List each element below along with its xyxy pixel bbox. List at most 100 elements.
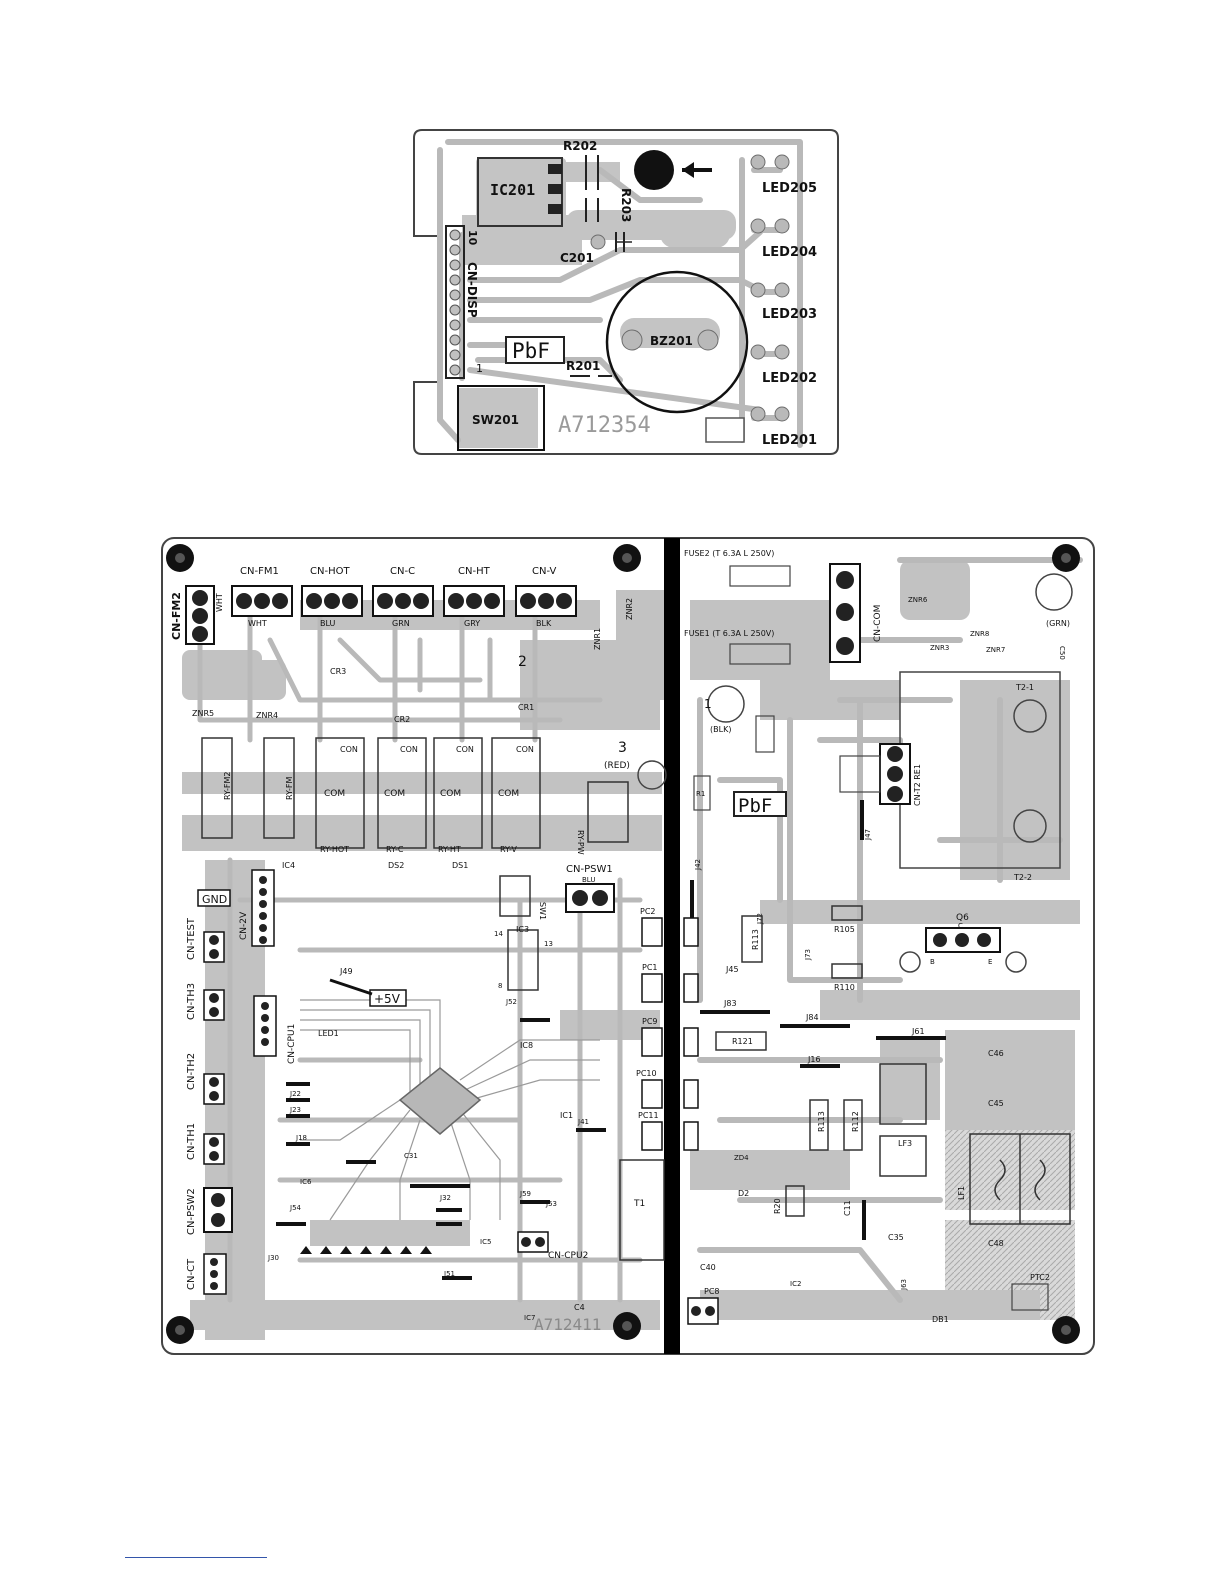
svg-text:R112: R112 bbox=[851, 1111, 860, 1132]
svg-text:GRN: GRN bbox=[392, 619, 410, 628]
svg-text:CN-TH1: CN-TH1 bbox=[186, 1123, 197, 1160]
svg-text:J52: J52 bbox=[505, 998, 517, 1006]
svg-text:DS2: DS2 bbox=[388, 861, 404, 870]
znr2-label: ZNR2 bbox=[625, 598, 634, 620]
plus5v-box bbox=[369, 989, 407, 1007]
svg-text:CON: CON bbox=[340, 745, 358, 754]
svg-text:RY-HOT: RY-HOT bbox=[320, 845, 349, 854]
cn-disp-label: CN-DISP bbox=[465, 262, 479, 318]
svg-text:J45: J45 bbox=[725, 965, 739, 974]
svg-text:C31: C31 bbox=[404, 1152, 418, 1160]
svg-text:J32: J32 bbox=[439, 1194, 451, 1202]
svg-text:DS1: DS1 bbox=[452, 861, 468, 870]
svg-text:J84: J84 bbox=[805, 1013, 819, 1022]
svg-text:IC7: IC7 bbox=[524, 1314, 535, 1322]
svg-text:14: 14 bbox=[494, 930, 503, 938]
svg-text:T2-1: T2-1 bbox=[1015, 683, 1034, 692]
svg-text:LED205: LED205 bbox=[762, 181, 817, 196]
svg-text:C11: C11 bbox=[843, 1200, 852, 1216]
svg-text:J51: J51 bbox=[443, 1270, 455, 1278]
svg-text:(GRN): (GRN) bbox=[1046, 619, 1070, 628]
svg-text:13: 13 bbox=[544, 940, 553, 948]
svg-text:8: 8 bbox=[498, 982, 502, 990]
footer-rule bbox=[125, 1557, 267, 1558]
svg-text:IC1: IC1 bbox=[560, 1111, 573, 1120]
mount-hole-icon bbox=[1052, 544, 1080, 572]
svg-text:CN-PSW1: CN-PSW1 bbox=[566, 864, 613, 875]
mount-hole-icon bbox=[166, 544, 194, 572]
led-203: LED203 bbox=[750, 282, 817, 322]
svg-text:ZNR3: ZNR3 bbox=[930, 644, 949, 652]
svg-text:COM: COM bbox=[498, 789, 519, 799]
svg-text:C35: C35 bbox=[888, 1233, 904, 1242]
svg-text:(BLK): (BLK) bbox=[710, 725, 731, 734]
svg-text:IC6: IC6 bbox=[300, 1178, 312, 1186]
svg-text:COM: COM bbox=[324, 789, 345, 799]
svg-text:R113: R113 bbox=[817, 1111, 826, 1132]
znr4-label: ZNR4 bbox=[256, 711, 278, 720]
svg-text:1: 1 bbox=[704, 697, 712, 711]
svg-text:T2-2: T2-2 bbox=[1013, 873, 1032, 882]
svg-text:WHT: WHT bbox=[248, 619, 267, 628]
svg-text:RY-C: RY-C bbox=[386, 845, 404, 854]
ic201-pins bbox=[548, 164, 562, 214]
svg-text:LF1: LF1 bbox=[957, 1186, 966, 1200]
svg-text:R20: R20 bbox=[773, 1198, 782, 1214]
svg-text:D2: D2 bbox=[738, 1189, 749, 1198]
jumper-labels: J52 J41 J45 J83 J84 J61 J16 J22 J23 J18 … bbox=[267, 829, 925, 1291]
svg-text:CN-TH3: CN-TH3 bbox=[186, 983, 197, 1020]
top-connector-cn-ht: CN-HT GRY bbox=[443, 566, 505, 628]
relay-block: CON CON CON CON COM COM COM COM RY-HOT R… bbox=[201, 737, 667, 855]
svg-text:J53: J53 bbox=[545, 1200, 557, 1208]
svg-text:CN-CT: CN-CT bbox=[186, 1258, 197, 1290]
svg-text:RY-HT: RY-HT bbox=[438, 845, 461, 854]
pbf-label: PbF bbox=[512, 339, 550, 363]
bus-traces bbox=[300, 999, 600, 1221]
svg-text:BLU: BLU bbox=[582, 876, 595, 884]
led-202: LED202 bbox=[750, 344, 817, 386]
pbf-box-main bbox=[733, 791, 787, 817]
jumper-bars bbox=[276, 800, 946, 1280]
ic3 bbox=[507, 929, 539, 991]
filter-coils bbox=[879, 1063, 1071, 1225]
cr3-label: CR3 bbox=[330, 667, 346, 676]
svg-text:J30: J30 bbox=[267, 1254, 279, 1262]
svg-text:J22: J22 bbox=[289, 1090, 301, 1098]
display-part-number: A712354 bbox=[558, 413, 651, 438]
svg-text:IC3: IC3 bbox=[516, 925, 529, 934]
led-201: LED201 bbox=[750, 406, 817, 448]
svg-text:RY-FM2: RY-FM2 bbox=[223, 772, 232, 800]
svg-text:PC9: PC9 bbox=[642, 1017, 658, 1026]
svg-text:+5V: +5V bbox=[374, 992, 401, 1006]
svg-text:IC4: IC4 bbox=[282, 861, 295, 870]
svg-text:J73: J73 bbox=[804, 949, 812, 961]
svg-text:R110: R110 bbox=[834, 983, 855, 992]
r202-label: R202 bbox=[563, 139, 597, 153]
num-2-label: 2 bbox=[518, 654, 527, 670]
svg-text:LED203: LED203 bbox=[762, 307, 817, 322]
svg-text:C50: C50 bbox=[1058, 646, 1066, 660]
led-205: LED205 bbox=[750, 154, 817, 196]
svg-text:PC10: PC10 bbox=[636, 1069, 657, 1078]
svg-text:WHT: WHT bbox=[215, 593, 224, 612]
svg-text:PC11: PC11 bbox=[638, 1111, 659, 1120]
sw201-label: SW201 bbox=[472, 413, 519, 427]
svg-text:E: E bbox=[988, 958, 992, 966]
znr5-label: ZNR5 bbox=[192, 709, 214, 718]
svg-text:LED204: LED204 bbox=[762, 245, 817, 260]
main-part-number: A712411 bbox=[534, 1315, 601, 1334]
svg-text:CN-TH2: CN-TH2 bbox=[186, 1053, 197, 1090]
svg-text:PTC2: PTC2 bbox=[1030, 1273, 1050, 1282]
svg-text:C45: C45 bbox=[988, 1099, 1004, 1108]
pbf-box bbox=[505, 336, 565, 364]
svg-text:PC8: PC8 bbox=[704, 1287, 720, 1296]
sw201-outline bbox=[457, 385, 545, 451]
svg-text:J23: J23 bbox=[289, 1106, 301, 1114]
svg-text:C4: C4 bbox=[574, 1303, 585, 1312]
svg-text:C: C bbox=[958, 922, 963, 930]
svg-text:J42: J42 bbox=[694, 859, 702, 871]
svg-text:LF3: LF3 bbox=[898, 1139, 912, 1148]
svg-text:J18: J18 bbox=[295, 1134, 307, 1142]
cn-cpu2 bbox=[517, 1231, 549, 1253]
